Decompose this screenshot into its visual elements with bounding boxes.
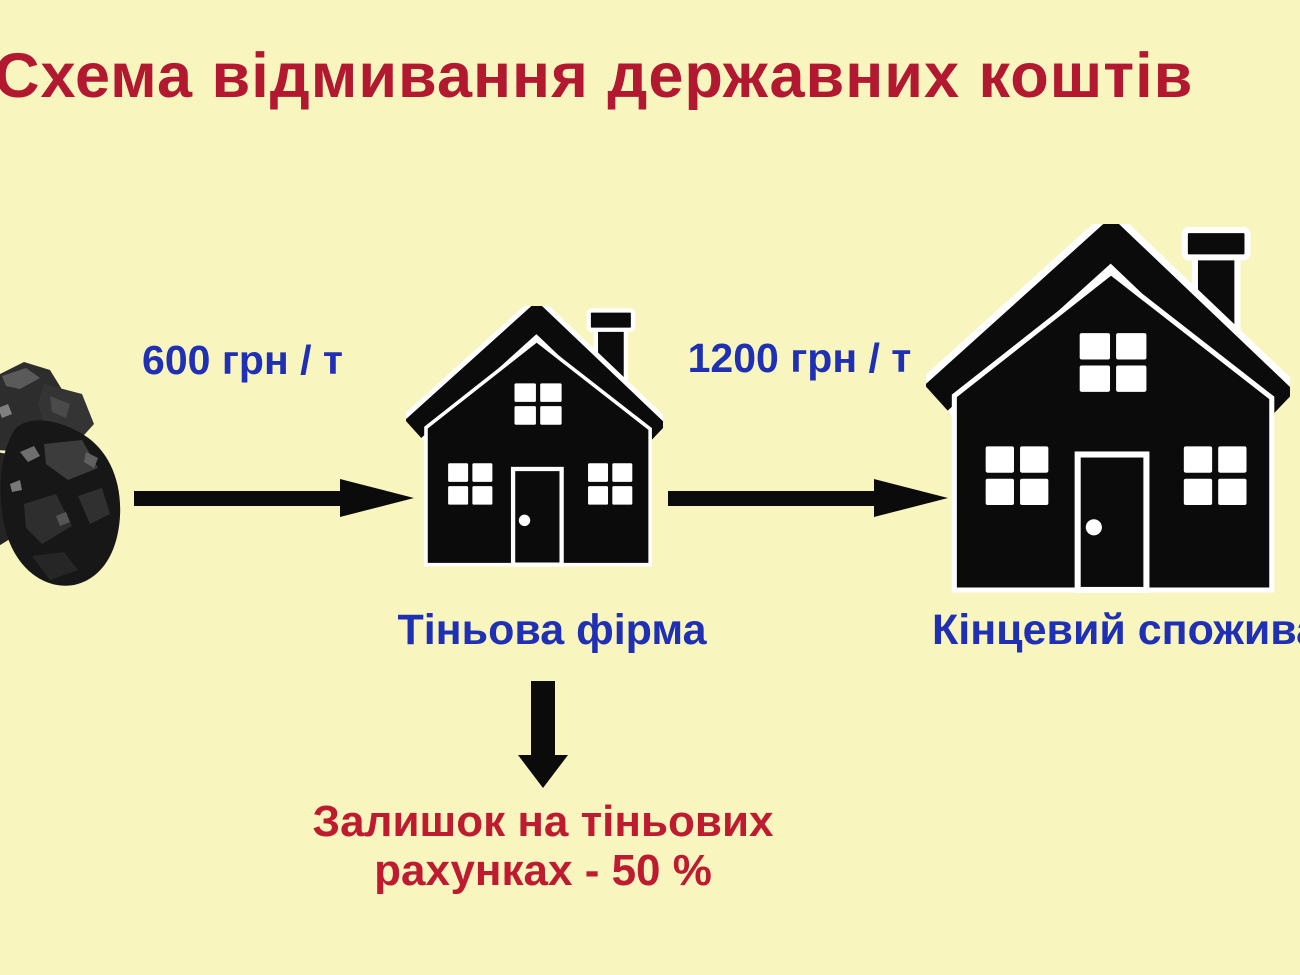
house-icon [406, 306, 663, 567]
price-label-second-sale: 1200 грн / т [687, 335, 912, 381]
right-window [588, 463, 633, 505]
coal-image [0, 356, 128, 598]
gable-window [1079, 333, 1147, 392]
arrow-down-icon [517, 681, 569, 789]
label-shadow-firm: Тіньова фірма [397, 606, 707, 654]
right-window [1183, 446, 1247, 506]
note-line-1: Залишок на тіньових [312, 797, 774, 846]
house-icon [926, 224, 1290, 593]
slide-title: Схема відмивання державних коштів [0, 41, 1194, 111]
left-window [448, 463, 493, 505]
note-line-2: рахунках - 50 % [374, 846, 712, 895]
left-window [985, 446, 1049, 506]
arrow-right-icon [132, 477, 416, 519]
price-label-first-sale: 600 грн / т [142, 337, 343, 383]
gable-window [514, 383, 562, 425]
label-final-consumer: Кінцевий споживач [932, 606, 1300, 654]
note-shadow-accounts: Залишок на тіньових рахунках - 50 % [283, 797, 803, 895]
arrow-right-icon [666, 477, 950, 519]
